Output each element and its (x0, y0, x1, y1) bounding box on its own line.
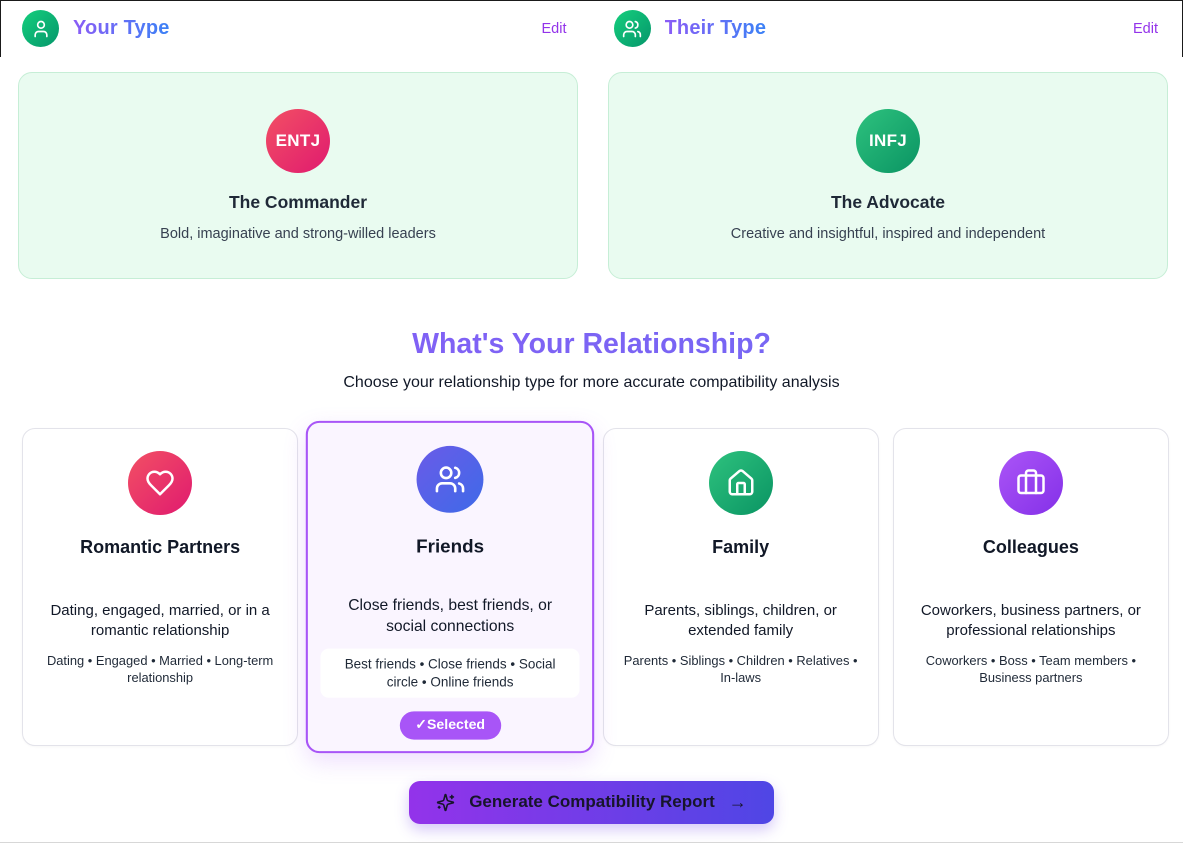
users-icon (416, 445, 484, 513)
sparkles-icon (436, 793, 455, 812)
option-title: Romantic Partners (80, 537, 241, 557)
heart-icon (128, 451, 193, 515)
option-tags: Dating • Engaged • Married • Long-term r… (46, 652, 274, 686)
relationship-subheading: Choose your relationship type for more a… (343, 374, 840, 391)
selected-badge: ✓Selected (399, 710, 501, 740)
generate-report-button[interactable]: Generate Compatibility Report → (409, 781, 774, 824)
their-type-name: The Advocate (830, 192, 946, 212)
relationship-options-grid: Romantic Partners Dating, engaged, marri… (22, 420, 1169, 754)
type-selection-header: Your Type Edit Their Type Edit (0, 0, 1183, 57)
option-card-friends[interactable]: Friends Close friends, best friends, or … (306, 420, 595, 754)
option-title: Colleagues (982, 537, 1079, 557)
option-card-romantic-partners[interactable]: Romantic Partners Dating, engaged, marri… (22, 428, 299, 746)
generate-report-label: Generate Compatibility Report (469, 792, 715, 811)
window-top-border (0, 0, 1183, 1)
option-card-family[interactable]: Family Parents, siblings, children, or e… (602, 428, 879, 746)
their-type-description: Creative and insightful, inspired and in… (730, 226, 1046, 242)
your-type-card: ENTJ The Commander Bold, imaginative and… (18, 72, 578, 279)
option-title: Friends (416, 535, 485, 557)
your-type-header: Your Type Edit (0, 10, 592, 47)
option-description: Close friends, best friends, or social c… (348, 596, 553, 636)
person-icon (22, 10, 59, 47)
option-title: Family (712, 537, 770, 557)
your-type-description: Bold, imaginative and strong-willed lead… (160, 226, 436, 242)
option-description: Dating, engaged, married, or in a romant… (50, 602, 270, 640)
cta-row: Generate Compatibility Report → (0, 781, 1183, 824)
arrow-right-icon: → (728, 792, 747, 812)
their-type-header: Their Type Edit (592, 10, 1183, 47)
window-left-border (0, 0, 1, 57)
option-card-colleagues[interactable]: Colleagues Coworkers, business partners,… (892, 428, 1169, 746)
their-type-code: INFJ (868, 131, 908, 150)
your-type-edit-link[interactable]: Edit (541, 20, 567, 37)
your-type-code-badge: ENTJ (266, 109, 330, 173)
option-tags: Parents • Siblings • Children • Relative… (623, 652, 858, 686)
briefcase-icon (998, 451, 1063, 515)
users-icon (613, 10, 651, 47)
your-type-code: ENTJ (275, 131, 321, 150)
their-type-title: Their Type (664, 17, 767, 39)
relationship-heading: What's Your Relationship? (0, 328, 1183, 361)
their-type-edit-link[interactable]: Edit (1133, 20, 1158, 37)
option-tags: Best friends • Close friends • Social ci… (320, 648, 580, 698)
option-description: Parents, siblings, children, or extended… (644, 602, 837, 640)
their-type-card: INFJ The Advocate Creative and insightfu… (608, 72, 1168, 279)
selected-types-section: ENTJ The Commander Bold, imaginative and… (0, 57, 1183, 279)
option-description: Coworkers, business partners, or profess… (920, 602, 1141, 640)
option-tags: Coworkers • Boss • Team members • Busine… (925, 652, 1137, 686)
your-type-title: Your Type (73, 17, 170, 39)
their-type-code-badge: INFJ (856, 109, 920, 173)
home-icon (708, 451, 773, 515)
your-type-name: The Commander (228, 192, 368, 212)
